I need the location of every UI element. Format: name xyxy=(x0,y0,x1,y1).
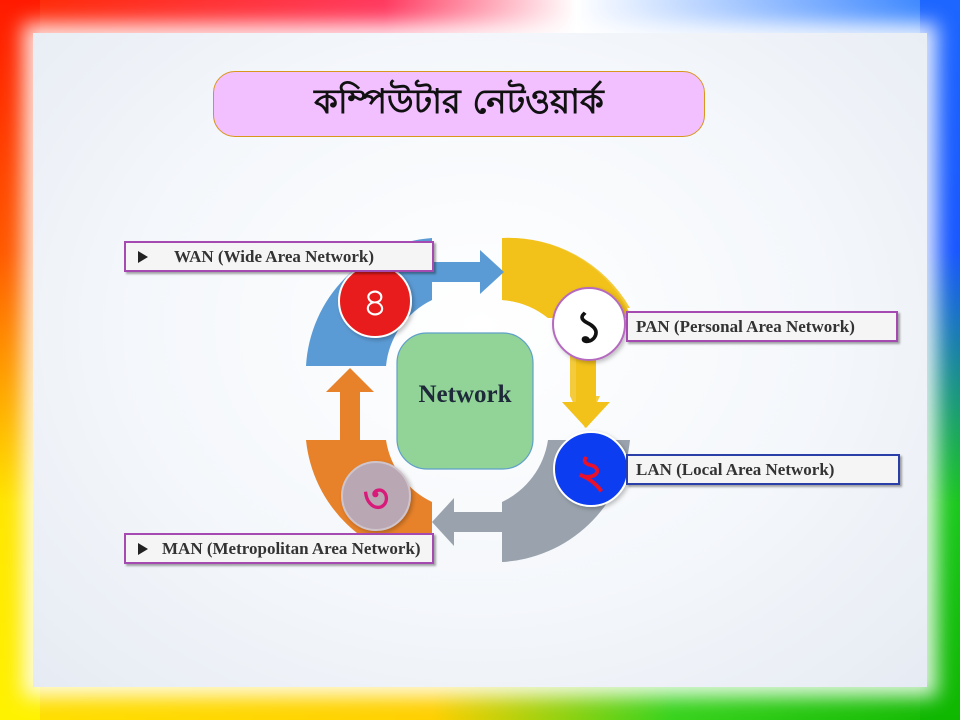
circle-number-4: ৪ xyxy=(362,280,388,326)
label-man: MAN (Metropolitan Area Network) xyxy=(124,533,434,564)
circle-number-2: ২ xyxy=(576,444,606,498)
circle-item-2: ২ xyxy=(553,431,629,507)
label-pan-text: PAN (Personal Area Network) xyxy=(636,316,855,336)
label-wan: WAN (Wide Area Network) xyxy=(124,241,434,272)
arrow-bullet-icon xyxy=(138,542,148,555)
circle-item-1: ১ xyxy=(552,287,626,361)
label-lan: LAN (Local Area Network) xyxy=(626,454,900,485)
circle-item-4: ৪ xyxy=(338,264,412,338)
title-box: কম্পিউটার নেটওয়ার্ক xyxy=(213,71,705,137)
circle-number-1: ১ xyxy=(575,302,604,353)
center-network-box xyxy=(396,332,534,470)
circle-number-3: ৩ xyxy=(363,476,389,522)
label-wan-text: WAN (Wide Area Network) xyxy=(174,246,375,266)
label-pan: PAN (Personal Area Network) xyxy=(626,311,898,342)
center-network-label: Network xyxy=(418,381,511,408)
arrow-bullet-icon xyxy=(138,250,148,263)
label-lan-text: LAN (Local Area Network) xyxy=(636,459,835,479)
label-man-text: MAN (Metropolitan Area Network) xyxy=(162,538,421,558)
page-title: কম্পিউটার নেটওয়ার্ক xyxy=(314,81,604,122)
circle-item-3: ৩ xyxy=(341,461,411,531)
